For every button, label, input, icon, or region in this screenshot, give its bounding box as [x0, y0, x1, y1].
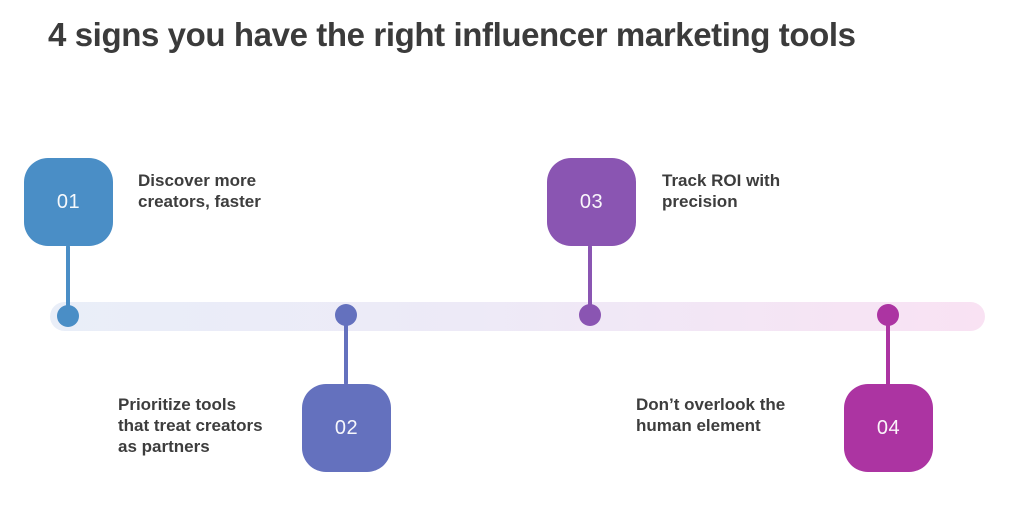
- step-02-label-line-3: as partners: [118, 437, 210, 456]
- step-01-dot: [57, 305, 79, 327]
- step-03-dot: [579, 304, 601, 326]
- step-02-badge: 02: [302, 384, 391, 472]
- step-04-dot: [877, 304, 899, 326]
- step-01-badge: 01: [24, 158, 113, 246]
- step-01-label: Discover more creators, faster: [138, 170, 261, 212]
- step-01-number: 01: [56, 190, 81, 213]
- step-03-badge: 03: [547, 158, 636, 246]
- step-02-label: Prioritize tools that treat creators as …: [118, 394, 263, 457]
- step-04-label: Don’t overlook the human element: [636, 394, 785, 436]
- step-04-number: 04: [876, 416, 901, 439]
- step-02-connector: [344, 315, 348, 385]
- step-04-label-line-2: human element: [636, 416, 761, 435]
- step-04-badge: 04: [844, 384, 933, 472]
- step-03-connector: [588, 245, 592, 317]
- page-title: 4 signs you have the right influencer ma…: [48, 16, 856, 53]
- step-03-label-line-1: Track ROI with: [662, 171, 781, 190]
- step-03-label: Track ROI with precision: [662, 170, 780, 212]
- timeline-bar: [50, 302, 985, 331]
- step-02-label-line-2: that treat creators: [118, 416, 263, 435]
- step-01-label-line-2: creators, faster: [138, 192, 261, 211]
- step-02-number: 02: [334, 416, 359, 439]
- step-02-label-line-1: Prioritize tools: [118, 395, 237, 414]
- step-02-dot: [335, 304, 357, 326]
- step-04-label-line-1: Don’t overlook the: [636, 395, 786, 414]
- step-03-label-line-2: precision: [662, 192, 738, 211]
- step-03-number: 03: [579, 190, 604, 213]
- step-04-connector: [886, 315, 890, 386]
- step-01-connector: [66, 245, 70, 317]
- step-01-label-line-1: Discover more: [138, 171, 257, 190]
